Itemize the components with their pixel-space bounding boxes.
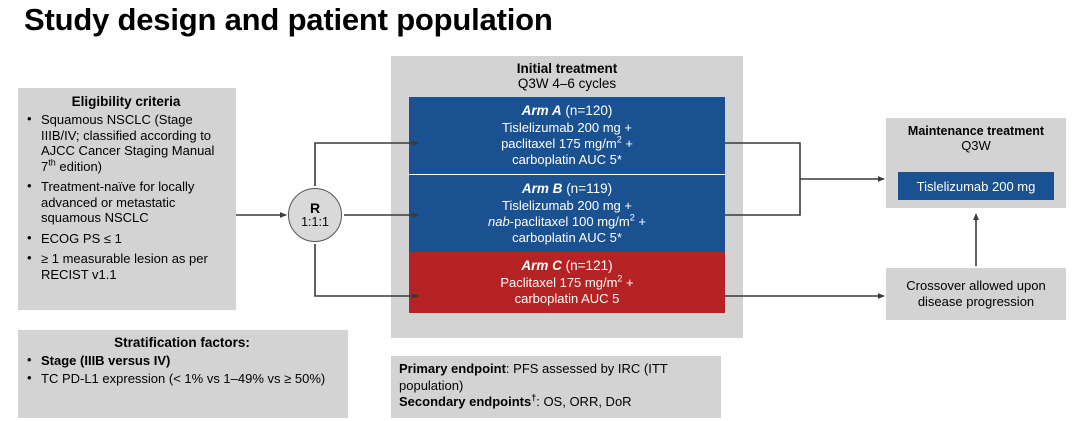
- arm-a-line2-pre: paclitaxel 175 mg/m: [501, 136, 617, 151]
- eligibility-item-ecog-ps: ECOG PS ≤ 1: [24, 230, 228, 247]
- primary-endpoint-row: Primary endpoint: PFS assessed by IRC (I…: [399, 361, 713, 394]
- treatment-arms-group: Arm A (n=120) Tislelizumab 200 mg + pacl…: [409, 97, 725, 313]
- arm-b-n: (n=119): [566, 181, 613, 196]
- primary-endpoint-text: : PFS assessed by IRC (ITT population): [399, 361, 668, 393]
- arm-a-title: Arm A (n=120): [415, 102, 719, 120]
- stratification-factors-panel: Stratification factors: Stage (IIIB vers…: [18, 330, 348, 418]
- secondary-endpoint-text: : OS, ORR, DoR: [536, 394, 632, 409]
- arm-b-line2-italic: nab: [488, 214, 510, 229]
- eligibility-item-squamous-nsclc: Squamous NSCLC (Stage IIIB/IV; classifie…: [24, 111, 228, 174]
- arm-a-line2-post: +: [621, 136, 633, 151]
- initial-treatment-heading: Initial treatment: [516, 61, 618, 76]
- randomisation-node: R 1:1:1: [288, 188, 342, 242]
- secondary-endpoint-row: Secondary endpoints†: OS, ORR, DoR: [399, 392, 713, 411]
- eligibility-heading: Eligibility criteria: [71, 94, 181, 109]
- arm-c-line2-pre: Paclitaxel 175 mg/m: [500, 275, 618, 290]
- primary-endpoint-label: Primary endpoint: [399, 361, 506, 376]
- eligibility-item-0-post: edition): [55, 158, 102, 174]
- arm-c-n: (n=121): [565, 258, 613, 273]
- arm-b-line2-post: +: [634, 214, 646, 229]
- crossover-panel: Crossover allowed upon disease progressi…: [886, 268, 1066, 320]
- eligibility-item-measurable-lesion: ≥ 1 measurable lesion as per RECIST v1.1: [24, 250, 228, 282]
- randomisation-ratio: 1:1:1: [301, 215, 329, 229]
- arm-a-n: (n=120): [565, 103, 613, 118]
- secondary-endpoint-label: Secondary endpoints†: [399, 392, 537, 409]
- eligibility-item-0-superscript: th: [48, 157, 56, 168]
- arm-b-line1: Tislelizumab 200 mg +: [502, 198, 632, 213]
- initial-treatment-panel: Initial treatment Q3W 4–6 cycles Arm A (…: [391, 56, 743, 338]
- stratification-heading: Stratification factors:: [114, 335, 250, 350]
- arm-c-title: Arm C (n=121): [415, 257, 719, 275]
- treatment-arm-a: Arm A (n=120) Tislelizumab 200 mg + pacl…: [409, 97, 725, 174]
- arm-c-line2: Paclitaxel 175 mg/m2 +: [415, 273, 719, 291]
- stratification-item-stage: Stage (IIIB versus IV): [24, 352, 340, 369]
- arm-a-line3: carboplatin AUC 5*: [512, 152, 622, 167]
- stratification-list: Stage (IIIB versus IV) TC PD-L1 expressi…: [24, 352, 340, 387]
- stratification-item-pdl1: TC PD-L1 expression (< 1% vs 1–49% vs ≥ …: [24, 370, 340, 387]
- eligibility-item-0-pre: Squamous NSCLC (Stage IIIB/IV; classifie…: [41, 112, 215, 174]
- maintenance-drug-box: Tislelizumab 200 mg: [898, 172, 1054, 200]
- stratification-item-stage-text: Stage (IIIB versus IV): [41, 353, 171, 368]
- arm-b-line2-pre: -paclitaxel 100 mg/m: [509, 214, 630, 229]
- endpoints-panel: Primary endpoint: PFS assessed by IRC (I…: [391, 356, 721, 418]
- arm-c-name: Arm C: [521, 258, 562, 273]
- arm-b-line2-superscript: 2: [629, 212, 635, 223]
- randomisation-label: R: [309, 200, 321, 216]
- arm-b-title: Arm B (n=119): [415, 180, 719, 198]
- arm-c-line3: carboplatin AUC 5: [514, 291, 620, 306]
- arm-a-line2-superscript: 2: [616, 134, 622, 145]
- arm-a-name: Arm A: [521, 103, 562, 118]
- treatment-arm-c: Arm C (n=121) Paclitaxel 175 mg/m2 + car…: [409, 252, 725, 313]
- maintenance-heading: Maintenance treatment: [907, 124, 1045, 138]
- arm-b-line3: carboplatin AUC 5*: [512, 230, 622, 245]
- eligibility-criteria-panel: Eligibility criteria Squamous NSCLC (Sta…: [18, 88, 236, 310]
- secondary-endpoint-dagger: †: [531, 392, 537, 403]
- arm-c-line2-superscript: 2: [617, 273, 623, 284]
- eligibility-item-treatment-naive: Treatment-naïve for locally advanced or …: [24, 178, 228, 226]
- arm-b-name: Arm B: [521, 181, 563, 196]
- secondary-endpoint-label-text: Secondary endpoints: [399, 394, 532, 409]
- page-title: Study design and patient population: [24, 2, 553, 37]
- arm-a-line2: paclitaxel 175 mg/m2 +: [415, 134, 719, 152]
- arm-b-line2: nab-paclitaxel 100 mg/m2 +: [415, 212, 719, 230]
- arm-a-line1: Tislelizumab 200 mg +: [502, 120, 632, 135]
- initial-treatment-subheading: Q3W 4–6 cycles: [517, 76, 617, 91]
- eligibility-list: Squamous NSCLC (Stage IIIB/IV; classifie…: [24, 111, 228, 282]
- arm-c-line2-post: +: [622, 275, 634, 290]
- treatment-arm-b: Arm B (n=119) Tislelizumab 200 mg + nab-…: [409, 174, 725, 252]
- maintenance-treatment-panel: Maintenance treatment Q3W Tislelizumab 2…: [886, 118, 1066, 208]
- maintenance-subheading: Q3W: [961, 138, 991, 153]
